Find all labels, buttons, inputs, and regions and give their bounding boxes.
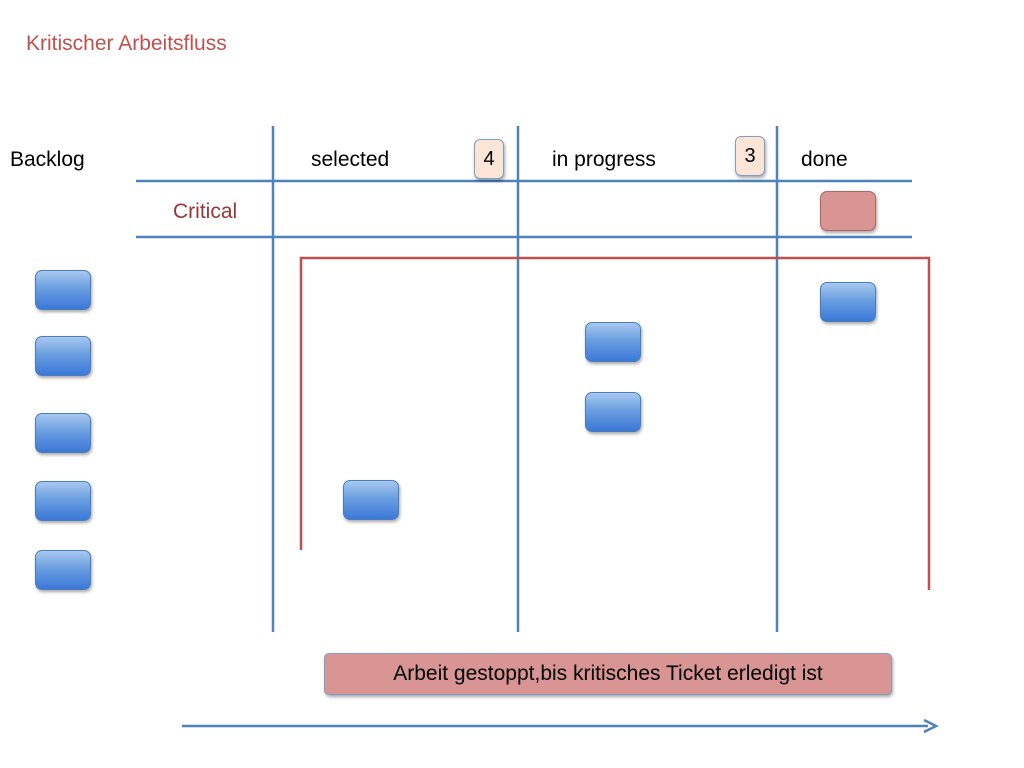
wip-limit-in-progress-badge: 3 bbox=[735, 136, 765, 176]
critical-lane-label: Critical bbox=[173, 200, 238, 223]
backlog-ticket-card[interactable] bbox=[35, 413, 91, 453]
flow-arrow-head bbox=[923, 718, 939, 734]
backlog-ticket-card[interactable] bbox=[35, 550, 91, 590]
backlog-ticket-card[interactable] bbox=[35, 481, 91, 521]
wip-limit-selected-badge: 4 bbox=[474, 139, 504, 179]
in-progress-ticket-card[interactable] bbox=[585, 392, 641, 432]
stop-line bbox=[299, 256, 931, 590]
in-progress-ticket-card[interactable] bbox=[585, 322, 641, 362]
column-backlog-label: Backlog bbox=[10, 148, 85, 171]
critical-ticket-card[interactable] bbox=[820, 191, 876, 231]
selected-ticket-card[interactable] bbox=[343, 480, 399, 520]
work-stopped-note: Arbeit gestoppt,bis kritisches Ticket er… bbox=[324, 653, 892, 695]
column-selected-label: selected bbox=[311, 148, 390, 171]
column-in-progress-label: in progress bbox=[552, 148, 656, 171]
column-done-label: done bbox=[801, 148, 848, 171]
slide-title: Kritischer Arbeitsfluss bbox=[26, 32, 227, 55]
backlog-ticket-card[interactable] bbox=[35, 270, 91, 310]
done-ticket-card[interactable] bbox=[820, 282, 876, 322]
backlog-ticket-card[interactable] bbox=[35, 336, 91, 376]
